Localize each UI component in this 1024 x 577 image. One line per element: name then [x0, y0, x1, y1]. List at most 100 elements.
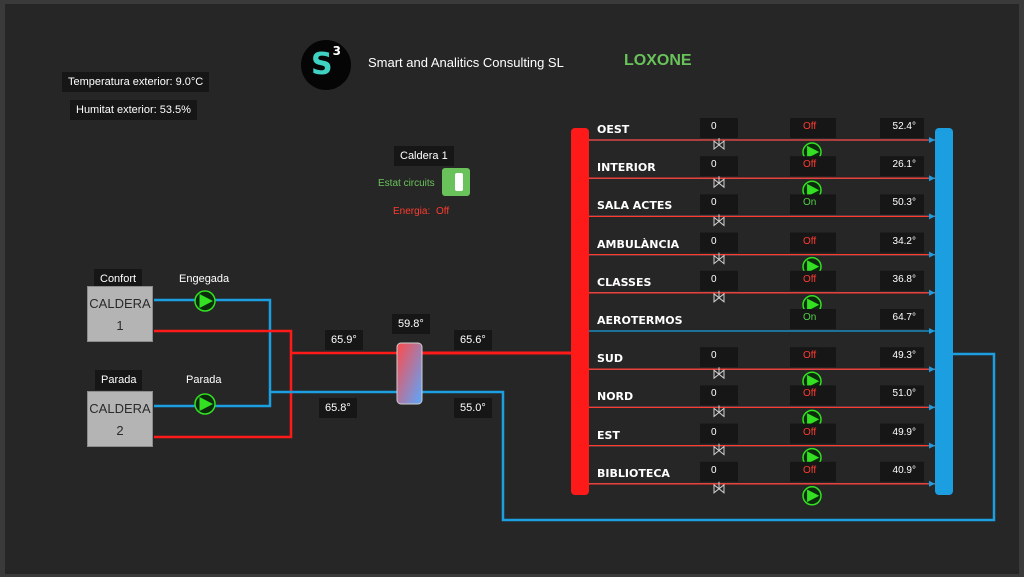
circuit-name: AMBULÀNCIA	[597, 237, 680, 251]
circuit-temperature: 64.7°	[892, 312, 916, 323]
boiler-2-number: 2	[116, 423, 124, 438]
outdoor-humidity: Humitat exterior: 53.5%	[70, 100, 197, 120]
cold-collector	[935, 128, 953, 495]
valve-chip	[700, 461, 738, 482]
circuit-name: EST	[597, 428, 620, 442]
pump-state: Off	[803, 235, 817, 247]
valve-position: 0	[711, 426, 717, 438]
pump-state: Off	[803, 273, 817, 285]
temp-chip	[880, 232, 924, 253]
devices	[194, 118, 953, 506]
valve-icon[interactable]	[713, 443, 725, 456]
state-chip	[790, 156, 836, 177]
valve-position: 0	[711, 235, 717, 247]
circuit-temperature: 50.3°	[892, 197, 916, 209]
pump-state: Off	[803, 350, 817, 362]
valve-icon[interactable]	[713, 214, 725, 227]
pump-2-label: Parada	[186, 374, 222, 386]
circuit-temperature: 36.8°	[892, 273, 916, 285]
temp-chip	[880, 385, 924, 406]
brand-logo: LOXONE	[624, 52, 692, 69]
pump-1-label: Engegada	[179, 273, 230, 285]
supply-left-temp: 65.9°	[325, 330, 363, 350]
state-chip	[790, 461, 836, 482]
circuits-status-label: Estat circuits	[378, 178, 435, 189]
state-chip	[790, 385, 836, 406]
circuit-name: AEROTERMOS	[597, 314, 683, 327]
pump-icon[interactable]	[194, 290, 216, 312]
pipes	[154, 137, 996, 522]
return-pipe-right	[422, 352, 996, 522]
valve-chip	[700, 385, 738, 406]
circuit-temperature: 34.2°	[892, 235, 916, 247]
heat-exchanger	[396, 342, 423, 405]
outdoor-temperature: Temperatura exterior: 9.0°C	[62, 72, 210, 92]
circuit-temperature: 40.9°	[892, 464, 916, 476]
circuit-name: SALA ACTES	[597, 199, 673, 213]
valve-chip	[700, 423, 738, 444]
circuit-name: SUD	[597, 352, 623, 366]
circuits-toggle[interactable]	[442, 168, 470, 196]
pump-state: Off	[803, 388, 817, 400]
return-right-temp: 55.0°	[454, 398, 492, 418]
valve-icon[interactable]	[713, 138, 725, 151]
hot-collector	[571, 128, 589, 495]
state-chip	[790, 194, 836, 215]
circuit-name: OEST	[597, 123, 630, 136]
supply-right-temp: 65.6°	[454, 330, 492, 350]
valve-chip	[700, 347, 738, 368]
circuit-temperature: 52.4°	[892, 121, 916, 132]
temp-chip	[880, 156, 924, 177]
flow-arrow	[929, 289, 935, 296]
caldera-panel-title: Caldera 1	[394, 146, 454, 166]
temp-chip	[880, 194, 924, 215]
circuit-name: CLASSES	[597, 275, 652, 289]
state-chip	[790, 347, 836, 368]
valve-chip	[700, 270, 738, 291]
boiler-1-mode: Confort	[94, 269, 143, 289]
valve-chip	[700, 156, 738, 177]
valve-icon[interactable]	[713, 481, 725, 494]
valve-icon[interactable]	[713, 367, 725, 380]
valve-icon[interactable]	[713, 176, 725, 189]
boiler-2-mode: Parada	[95, 370, 143, 390]
valve-position: 0	[711, 464, 717, 476]
valve-chip	[700, 232, 738, 253]
flow-arrow	[929, 480, 935, 487]
valve-position: 0	[711, 159, 717, 171]
boiler-2-name: CALDERA	[89, 401, 151, 416]
state-chip	[790, 423, 836, 444]
pump-state: Off	[803, 426, 817, 438]
energy-label: Energia:	[393, 206, 431, 217]
temp-chip	[880, 461, 924, 482]
circuit-temperature: 49.3°	[892, 350, 916, 362]
company-name: Smart and Analitics Consulting SL	[368, 55, 564, 70]
flow-arrow	[929, 366, 935, 373]
temp-chip	[880, 423, 924, 444]
company-logo: S3	[301, 40, 351, 90]
boiler-1-number: 1	[116, 318, 124, 333]
flow-arrow	[929, 213, 935, 220]
boiler-1[interactable]: CALDERA 1	[87, 286, 153, 342]
circuit-name: BIBLIOTECA	[597, 466, 670, 480]
circuit-temperature: 49.9°	[892, 426, 916, 438]
valve-position: 0	[711, 273, 717, 285]
pump-state: Off	[803, 464, 817, 476]
flow-arrow	[929, 328, 935, 334]
boiler-2[interactable]: CALDERA 2	[87, 391, 153, 447]
pump-icon[interactable]	[194, 393, 216, 415]
flow-arrow	[929, 137, 935, 143]
valve-chip	[700, 118, 738, 138]
valve-icon[interactable]	[713, 290, 725, 303]
state-chip	[790, 309, 836, 329]
valve-icon[interactable]	[713, 405, 725, 418]
pump-state: On	[803, 197, 817, 209]
boiler-hot-pipe	[154, 329, 293, 439]
boiler-1-name: CALDERA	[89, 296, 151, 311]
valve-icon[interactable]	[713, 252, 725, 265]
pump-icon[interactable]	[802, 486, 822, 506]
state-chip	[790, 118, 836, 138]
state-chip	[790, 232, 836, 253]
exchanger-temp: 59.8°	[392, 314, 430, 334]
flow-arrow	[929, 175, 935, 182]
